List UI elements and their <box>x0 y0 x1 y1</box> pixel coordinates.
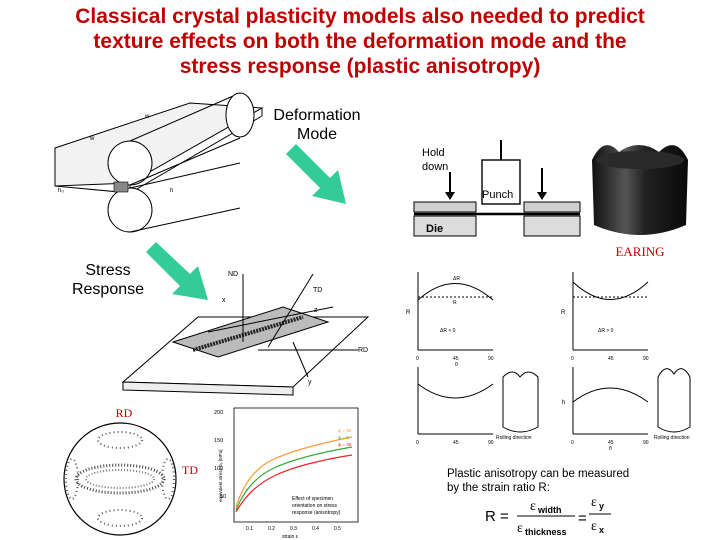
axis-nd: ND <box>228 271 238 278</box>
cup-photo <box>592 145 688 235</box>
title-line-1: Classical crystal plasticity models also… <box>75 5 645 28</box>
x-tick-2: 0.2 <box>268 526 275 532</box>
legend-90: ψ = 90 <box>338 428 352 433</box>
left-bottom-x45: 45 <box>453 440 459 446</box>
eq-den2-eps: ε <box>591 519 597 534</box>
plastic-anisotropy-caption: Plastic anisotropy can be measured by th… <box>447 468 630 494</box>
die-text: Die <box>426 223 443 235</box>
legend-45: ψ = 45 <box>338 442 352 447</box>
stress-arrow <box>146 242 208 300</box>
eq-num-sub: width <box>537 505 562 515</box>
rolling-direction-left: Rolling direction <box>496 435 532 441</box>
title-line-3: stress response (plastic anisotropy) <box>179 55 541 78</box>
press-figure: Hold down Punch Die <box>413 140 581 237</box>
left-bottom-x90: 90 <box>488 440 494 446</box>
stress-response-label: Stress Response <box>71 262 145 298</box>
td-label: TD <box>182 463 198 477</box>
title-line-2: texture effects on both the deformation … <box>93 30 627 53</box>
h-label: h <box>562 400 565 406</box>
hold-down-text-2: down <box>422 161 448 173</box>
rolling-label-h0: h₀ <box>58 188 64 194</box>
r-label-left: R <box>406 310 411 316</box>
rd-label: RD <box>115 406 133 420</box>
left-annotation-3: ΔR < 0 <box>440 328 456 334</box>
slide-title: Classical crystal plasticity models also… <box>0 4 720 79</box>
y-tick-100: 100 <box>214 466 223 472</box>
left-bottom-x0: 0 <box>416 440 419 446</box>
y-tick-50: 50 <box>220 494 226 500</box>
left-top-x45: 45 <box>453 356 459 362</box>
right-bottom-x0: 0 <box>571 440 574 446</box>
left-top-x90: 90 <box>488 356 494 362</box>
legend-0: ψ = 0 <box>338 435 349 440</box>
rolling-label-w2: w <box>144 114 150 120</box>
chart-note-2: orientation on stress <box>292 503 338 509</box>
hold-down-text-1: Hold <box>422 147 445 159</box>
right-bottom-x90: 90 <box>643 440 649 446</box>
chart-note-1: Effect of specimen <box>292 496 333 502</box>
pole-figure <box>63 422 177 536</box>
eq-num2-eps: ε <box>591 495 597 510</box>
x-tick-3: 0.3 <box>290 526 297 532</box>
axis-x: x <box>222 297 226 304</box>
sheet-axes-figure: ND TD RD x y z <box>121 271 370 396</box>
eq-num2-sub: y <box>599 501 604 511</box>
eq-num-eps: ε <box>530 499 536 514</box>
r-equation: R = ε width ε thickness = ε y ε x <box>485 495 611 537</box>
y-tick-200: 200 <box>214 410 223 416</box>
y-tick-150: 150 <box>214 438 223 444</box>
axis-td: TD <box>313 287 322 294</box>
r-label-right: R <box>561 310 566 316</box>
deformation-mode-label: Deformation Mode <box>273 107 361 143</box>
rolling-figure: w w h₀ h <box>54 92 264 233</box>
eq-equals-1: = <box>500 508 509 525</box>
eq-den-eps: ε <box>517 521 523 536</box>
axis-z: z <box>314 307 318 314</box>
deformation-arrow <box>286 144 346 204</box>
eq-equals-2: = <box>578 510 587 527</box>
rolling-direction-right: Rolling direction <box>654 435 690 441</box>
right-bottom-x45: 45 <box>608 440 614 446</box>
eq-r: R <box>485 508 496 525</box>
axis-y: y <box>308 379 312 386</box>
left-annotation-1: ΔR <box>453 276 460 282</box>
rolling-label-w1: w <box>89 136 95 142</box>
x-tick-4: 0.4 <box>312 526 319 532</box>
earing-label: EARING <box>615 244 665 259</box>
x-tick-5: 0.5 <box>334 526 341 532</box>
r-curves-figure: R ΔR R ΔR < 0 0 45 90 θ 0 45 90 Rolling … <box>406 272 691 452</box>
rolling-label-h: h <box>170 188 173 194</box>
left-top-theta: θ <box>455 362 458 368</box>
right-annotation: ΔR > 0 <box>598 328 614 334</box>
eq-den2-sub: x <box>599 525 604 535</box>
axis-rd: RD <box>358 347 368 354</box>
stress-strain-chart: 200 150 100 50 0.1 0.2 0.3 0.4 0.5 strai… <box>214 407 359 540</box>
right-top-x90: 90 <box>643 356 649 362</box>
chart-note-3: response (anisotropy) <box>292 510 341 516</box>
left-annotation-2: R <box>453 300 457 306</box>
x-tick-1: 0.1 <box>246 526 253 532</box>
y-axis-label: equivalent stress σₑ [MPa] <box>218 450 223 502</box>
punch-text: Punch <box>482 189 513 201</box>
x-axis-label: strain ε <box>282 534 299 540</box>
right-top-x0: 0 <box>571 356 574 362</box>
eq-den-sub: thickness <box>525 527 567 537</box>
right-top-x45: 45 <box>608 356 614 362</box>
right-bottom-theta: θ <box>609 446 612 452</box>
left-top-x0: 0 <box>416 356 419 362</box>
